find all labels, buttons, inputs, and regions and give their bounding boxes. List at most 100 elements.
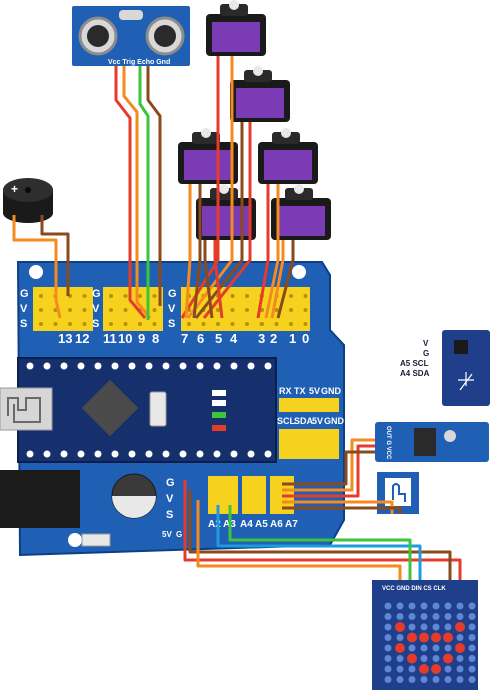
- led-off: [408, 613, 416, 620]
- nano-pin: [60, 450, 68, 458]
- imu-pin-scl: A5 SCL: [400, 359, 429, 368]
- header-pin: [187, 322, 191, 326]
- nano-pin: [94, 450, 102, 458]
- header-analog-a2: [208, 476, 238, 514]
- header-pin: [109, 308, 113, 312]
- header-pin: [152, 308, 157, 312]
- led-off: [408, 623, 416, 631]
- label-v-left: V: [20, 303, 28, 315]
- nano-pin: [145, 362, 153, 370]
- header-pin: [123, 294, 128, 298]
- wire-ultrasonic-echo: [138, 66, 150, 320]
- led-off: [420, 644, 428, 652]
- label-g-mid: G: [92, 288, 101, 300]
- header-pin: [245, 294, 249, 298]
- nano-module: [17, 357, 277, 463]
- led-off: [432, 655, 440, 662]
- nano-pin: [26, 450, 34, 458]
- ultrasonic-transducer-right-core: [154, 25, 176, 47]
- header-pin: [39, 322, 43, 326]
- led-off: [444, 676, 452, 683]
- led-off: [456, 613, 464, 620]
- led-on: [455, 643, 465, 653]
- led-off: [444, 602, 452, 610]
- wire-servo: [264, 184, 280, 319]
- nano-pin: [196, 450, 204, 458]
- led-off: [384, 665, 392, 673]
- led-off: [432, 602, 440, 610]
- header-pin: [82, 322, 87, 326]
- nano-pin: [26, 362, 34, 370]
- header-pin: [68, 308, 72, 312]
- pin-4: 4: [230, 331, 238, 346]
- header-pin: [39, 308, 43, 312]
- led-off: [456, 602, 464, 610]
- nano-pin: [111, 362, 119, 370]
- nano-pin: [128, 362, 136, 370]
- header-pin: [274, 308, 279, 312]
- pin-9: 9: [138, 331, 145, 346]
- led-off: [396, 655, 404, 662]
- led-off: [468, 644, 476, 652]
- label-tx: TX: [294, 386, 306, 396]
- led-off: [384, 602, 392, 610]
- label-gnd-serial: GND: [321, 386, 342, 396]
- pin-2: 2: [270, 331, 277, 346]
- servo-label: [277, 206, 325, 236]
- nano-pin: [264, 450, 272, 458]
- servo-label: [184, 150, 232, 180]
- ultrasonic-transducer-left-core: [87, 25, 109, 47]
- power-switch: [81, 533, 111, 547]
- nano-pin: [247, 450, 255, 458]
- led-off: [444, 613, 452, 620]
- header-pin: [39, 294, 43, 298]
- nano-pin: [247, 362, 255, 370]
- wire-servo: [203, 240, 214, 319]
- led-off: [468, 613, 476, 620]
- led-off: [444, 623, 452, 631]
- pin-13: 13: [58, 331, 72, 346]
- header-pin: [289, 308, 293, 312]
- header-pin: [201, 322, 206, 326]
- header-pin: [82, 308, 87, 312]
- wire-matrix-gnd: [188, 490, 452, 580]
- pin-12: 12: [75, 331, 89, 346]
- nano-pin: [162, 362, 170, 370]
- label-g-left: G: [20, 288, 29, 300]
- led-off: [396, 676, 404, 683]
- led-on: [431, 632, 441, 643]
- led-off: [408, 665, 416, 673]
- nano-pin: [230, 362, 238, 370]
- label-a7: A7: [285, 519, 298, 530]
- header-pin: [245, 308, 249, 312]
- led-on: [419, 664, 429, 674]
- header-i2c: [279, 429, 339, 459]
- wire-servo: [192, 184, 202, 319]
- ultrasonic-pin-labels: Vcc Trig Echo Gnd: [108, 59, 170, 66]
- wires: [12, 56, 462, 580]
- led-off: [444, 644, 452, 652]
- label-g-analog: G: [166, 477, 175, 489]
- header-pin: [68, 322, 72, 326]
- nano-pin: [77, 362, 85, 370]
- led-on: [443, 653, 453, 664]
- led-off: [468, 676, 476, 683]
- nano-pin: [128, 450, 136, 458]
- wire-ultrasonic-gnd: [146, 66, 162, 306]
- nano-pin: [77, 450, 85, 458]
- nano-pins: [26, 362, 272, 458]
- imu-axis-icon: [458, 372, 474, 391]
- nano-pin: [213, 450, 221, 458]
- servo-label: [212, 22, 260, 52]
- nano-pin: [43, 450, 51, 458]
- led-on: [455, 622, 465, 632]
- label-a4: A4: [240, 519, 253, 530]
- header-pin: [109, 294, 113, 298]
- led-off: [432, 623, 440, 631]
- led-off: [408, 602, 416, 610]
- servo-horn: [201, 128, 211, 138]
- wire-servo: [186, 56, 234, 319]
- pin-0: 0: [302, 331, 309, 346]
- wire-ir-out: [282, 438, 375, 492]
